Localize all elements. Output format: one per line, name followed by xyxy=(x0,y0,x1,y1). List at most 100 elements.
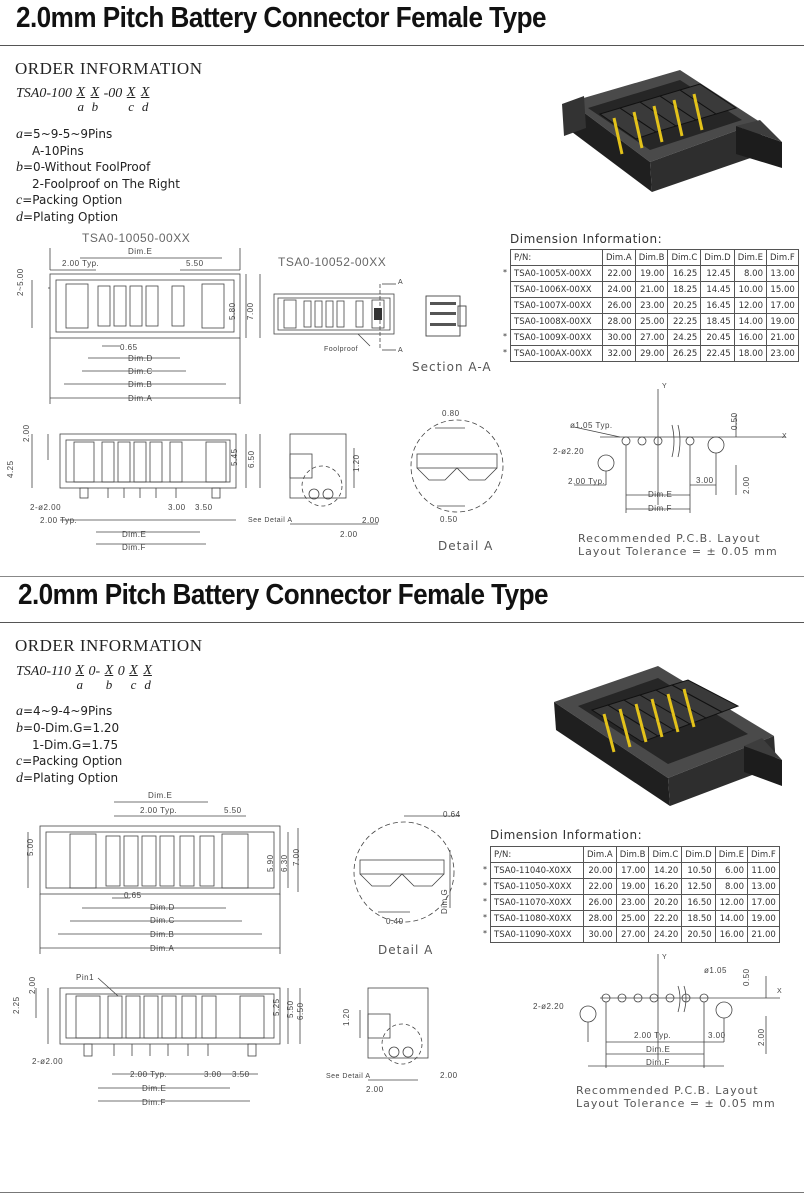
section2-title: 2.0mm Pitch Battery Connector Female Typ… xyxy=(18,579,549,611)
table-cell: 10.50 xyxy=(681,862,716,879)
table-cell: 24.00 xyxy=(602,281,636,298)
table-cell: 12.00 xyxy=(714,894,748,911)
table-cell: 11.00 xyxy=(746,862,780,879)
pcb2-axis-y: Y xyxy=(662,954,668,961)
pcb2-dim-050: 0.50 xyxy=(742,968,751,986)
pcb-dim-f: Dim.F xyxy=(648,504,672,513)
table-cell: 14.00 xyxy=(714,910,748,927)
table-cell: 12.50 xyxy=(681,878,716,895)
top-view-drawing-2 xyxy=(273,283,396,351)
table-cell: 26.00 xyxy=(602,297,636,314)
dimension-table-2: P/N: Dim.A Dim.B Dim.C Dim.D Dim.E Dim.F… xyxy=(483,846,780,943)
dim-525-side-2: 5.25 xyxy=(272,998,281,1016)
table-cell: 8.00 xyxy=(733,265,767,282)
table-cell: 22.00 xyxy=(583,878,617,895)
table-cell: 16.25 xyxy=(667,265,702,282)
pn-separator: 0 xyxy=(117,664,125,679)
dim-065-label-2: 0.65 xyxy=(124,891,142,900)
table-cell: 28.00 xyxy=(602,313,636,330)
dim-050-detail: 0.50 xyxy=(440,515,458,524)
detail-a-caption-1: Detail A xyxy=(438,539,494,553)
dim-425-side: 4.25 xyxy=(6,460,15,478)
table-cell: 18.00 xyxy=(733,345,767,362)
dim-080-detail: 0.80 xyxy=(442,409,460,418)
table-cell: 24.20 xyxy=(648,926,683,943)
table-cell: 27.00 xyxy=(634,329,669,346)
table-cell: *TSA0-11050-X0XX xyxy=(483,878,584,895)
pcb-caption-line1: Recommended P.C.B. Layout xyxy=(576,1084,759,1097)
table-cell: 25.00 xyxy=(634,313,669,330)
star-marker: * xyxy=(503,332,507,341)
dim-e-label: Dim.E xyxy=(128,247,153,256)
table-cell: 18.25 xyxy=(667,281,702,298)
table-cell: *TSA0-1009X-00XX xyxy=(503,329,603,346)
table-header-row: P/N: Dim.A Dim.B Dim.C Dim.D Dim.E Dim.F xyxy=(490,846,780,863)
pitch-typ-side: 2.00 Typ. xyxy=(40,516,78,525)
section-mark-a-top: A xyxy=(398,279,404,286)
option-line: a=4~9-4~9Pins xyxy=(16,704,113,719)
pitch-typ-label: 2.00 Typ. xyxy=(62,259,100,268)
detail-a-drawing-1 xyxy=(410,419,504,513)
table-cell: TSA0-1006X-00XX xyxy=(510,281,603,298)
table-cell: 20.25 xyxy=(667,297,702,314)
end-view-drawing-1 xyxy=(289,433,378,525)
table-cell: TSA0-1008X-00XX xyxy=(510,313,603,330)
dim-065-label: 0.65 xyxy=(120,343,138,352)
table-cell: 30.00 xyxy=(602,329,636,346)
table-cell: 17.00 xyxy=(615,862,650,879)
table-cell: 17.00 xyxy=(746,894,780,911)
table-cell: 19.00 xyxy=(746,910,780,927)
section-aa-drawing xyxy=(425,295,467,337)
table-cell: 27.00 xyxy=(615,926,650,943)
connector-3d-render xyxy=(562,70,782,192)
end-view-drawing-2 xyxy=(359,987,429,1081)
dim-c-label: Dim.C xyxy=(128,367,153,376)
table-cell: TSA0-1007X-00XX xyxy=(510,297,603,314)
dim-c-label-2: Dim.C xyxy=(150,916,175,925)
option-line: c=Packing Option xyxy=(16,193,123,208)
pn-separator: 0- xyxy=(88,664,101,679)
table-cell: 30.00 xyxy=(583,926,617,943)
dim-e-side-2: Dim.E xyxy=(142,1084,167,1093)
option-line: 1-Dim.G=1.75 xyxy=(32,738,119,752)
pitch-typ-label-2: 2.00 Typ. xyxy=(140,806,178,815)
star-marker: * xyxy=(483,929,487,938)
dim-500-label-2: 5.00 xyxy=(26,838,35,856)
dim-300-side-2: 3.00 xyxy=(204,1070,222,1079)
pcb-hole-big: 2-ø2.20 xyxy=(553,447,585,456)
dim-650-side-2: 6.50 xyxy=(296,1002,305,1020)
table-cell: 16.50 xyxy=(681,894,716,911)
table-cell: 8.00 xyxy=(714,878,748,895)
sections-separator xyxy=(0,576,804,577)
star-marker: * xyxy=(483,881,487,890)
table-cell: 32.00 xyxy=(602,345,636,362)
dim-a-label: Dim.A xyxy=(128,394,153,403)
table-header-cell: Dim.F xyxy=(746,846,780,863)
detail-a-caption-2: Detail A xyxy=(378,943,434,957)
pcb-layout-drawing-1 xyxy=(573,389,786,513)
table-cell: 12.45 xyxy=(700,265,735,282)
star-marker: * xyxy=(483,913,487,922)
table-cell: 22.45 xyxy=(700,345,735,362)
dim-350-side: 3.50 xyxy=(195,503,213,512)
dim-225-side-2: 2.25 xyxy=(12,996,21,1014)
option-line: A-10Pins xyxy=(32,144,84,158)
dim-064-detail: 0.64 xyxy=(443,810,461,819)
table-cell: 19.00 xyxy=(615,878,650,895)
pcb-caption-1: Recommended P.C.B. Layout Layout Toleran… xyxy=(578,532,778,558)
pcb-caption-line1: Recommended P.C.B. Layout xyxy=(578,532,761,545)
table-cell: 21.00 xyxy=(746,926,780,943)
hole-2phi200-label-2: 2-ø2.00 xyxy=(32,1057,64,1066)
table-cell: 16.45 xyxy=(700,297,735,314)
